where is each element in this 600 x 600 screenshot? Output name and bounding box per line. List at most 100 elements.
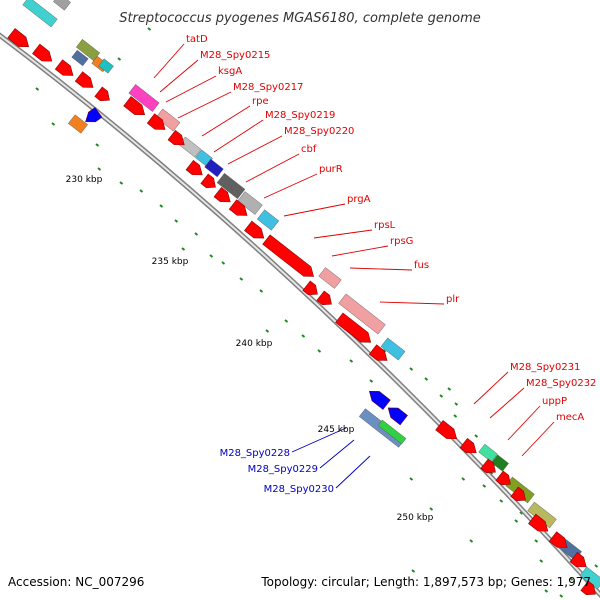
- forward-gene-arrow: [200, 173, 216, 188]
- forward-gene-arrow: [302, 280, 318, 295]
- forward-gene-arrow: [244, 220, 265, 239]
- forward-gene-arrow-shape: [123, 96, 145, 116]
- gc-tick: [174, 219, 179, 223]
- reverse-gene-track: [85, 107, 408, 448]
- gc-tick: [439, 394, 444, 398]
- gene-label-M28_Spy0230: M28_Spy0230: [264, 455, 371, 495]
- gene-label-text: rpsG: [390, 236, 413, 247]
- gene-label-mecA: mecA: [521, 412, 584, 457]
- gene-label-text: plr: [446, 294, 460, 305]
- gc-tick: [499, 499, 504, 503]
- gene-label-text: M28_Spy0220: [284, 126, 354, 137]
- forward-gene-labels: tatDM28_Spy0215ksgAM28_Spy0217rpeM28_Spy…: [153, 34, 596, 457]
- gc-tick: [454, 402, 459, 406]
- gene-label-uppP: uppP: [507, 396, 567, 441]
- feature-block: [380, 337, 406, 361]
- leader-line: [379, 301, 445, 305]
- feature-block-shape: [318, 267, 342, 289]
- forward-gene-arrow-shape: [185, 159, 203, 176]
- gc-tick: [51, 122, 56, 126]
- leader-line: [313, 229, 373, 239]
- gc-tick: [147, 27, 152, 31]
- forward-gene-arrow-shape: [94, 86, 110, 101]
- gc-tick: [97, 167, 102, 171]
- gc-tick: [349, 359, 354, 363]
- gc-tick: [559, 594, 564, 598]
- feature-block: [478, 443, 498, 463]
- feature-block-shape: [491, 454, 509, 472]
- forward-gene-arrow: [480, 458, 496, 473]
- gc-tick: [194, 232, 199, 236]
- leader-line: [177, 91, 232, 119]
- forward-gene-arrow-shape: [335, 312, 372, 343]
- forward-gene-arrow: [228, 199, 248, 216]
- gc-tick: [514, 519, 519, 523]
- feature-block: [71, 49, 89, 67]
- leader-line: [165, 75, 217, 103]
- kbp-label: 250 kbp: [397, 513, 434, 523]
- forward-gene-arrow: [185, 159, 203, 176]
- gene-label-fus: fus: [349, 260, 429, 271]
- forward-gene-track: [7, 28, 596, 595]
- gene-label-M28_Spy0219: M28_Spy0219: [213, 110, 335, 153]
- feature-block-shape: [71, 49, 89, 67]
- feature-block: [491, 454, 509, 472]
- leader-line: [331, 245, 389, 257]
- feature-block: [216, 172, 246, 200]
- gc-tick: [159, 204, 164, 208]
- reverse-gene-arrow-shape: [387, 407, 408, 426]
- accession-text: Accession: NC_007296: [8, 575, 144, 589]
- gene-label-M28_Spy0232: M28_Spy0232: [489, 378, 596, 419]
- leader-line: [489, 387, 525, 419]
- gc-tick: [369, 379, 374, 383]
- leader-line: [473, 371, 509, 405]
- backbone-highlight: [0, 34, 600, 596]
- feature-block-shape: [204, 158, 224, 178]
- map-title: Streptococcus pyogenes MGAS6180, complet…: [119, 11, 481, 26]
- gc-tick: [259, 289, 264, 293]
- gene-label-text: M28_Spy0217: [233, 82, 303, 93]
- forward-gene-arrow: [459, 437, 477, 454]
- forward-gene-arrow: [54, 59, 74, 76]
- genome-backbone: [0, 32, 600, 599]
- leader-line: [213, 119, 264, 153]
- leader-line: [291, 427, 347, 453]
- feature-block-shape: [68, 114, 88, 134]
- leader-line: [521, 421, 555, 457]
- gc-tick: [411, 569, 416, 573]
- forward-gene-arrow-shape: [316, 290, 332, 305]
- feature-block-shape: [155, 108, 181, 132]
- gene-label-text: rpsL: [374, 220, 396, 231]
- forward-gene-arrow: [495, 470, 511, 485]
- forward-gene-arrow: [167, 129, 185, 146]
- feature-block-shape: [22, 0, 58, 28]
- gc-tick: [569, 577, 574, 581]
- gene-label-text: M28_Spy0219: [265, 110, 335, 121]
- forward-gene-arrow-shape: [459, 437, 477, 454]
- gene-label-text: tatD: [186, 34, 208, 45]
- forward-gene-arrow-shape: [368, 344, 388, 361]
- forward-gene-arrow-shape: [548, 531, 568, 548]
- gc-tick: [539, 559, 544, 563]
- gene-label-M28_Spy0215: M28_Spy0215: [159, 50, 270, 93]
- kbp-label: 240 kbp: [236, 339, 273, 349]
- leader-line: [507, 405, 541, 441]
- forward-gene-arrow: [146, 113, 166, 130]
- gene-label-M28_Spy0228: M28_Spy0228: [220, 427, 347, 459]
- gc-tick: [447, 387, 452, 391]
- summary-text: Topology: circular; Length: 1,897,573 bp…: [260, 575, 591, 589]
- forward-gene-arrow-shape: [228, 199, 248, 216]
- forward-gene-arrow: [368, 344, 388, 361]
- forward-gene-arrow-shape: [32, 43, 53, 62]
- forward-gene-arrow-shape: [480, 458, 496, 473]
- forward-gene-arrow: [213, 186, 231, 203]
- gc-tick: [409, 367, 414, 371]
- gc-tick: [544, 589, 549, 593]
- feature-block: [377, 419, 407, 445]
- reverse-gene-arrow: [85, 107, 103, 123]
- leader-line: [227, 135, 283, 165]
- gene-label-rpe: rpe: [201, 96, 269, 137]
- forward-gene-arrow-shape: [528, 513, 549, 532]
